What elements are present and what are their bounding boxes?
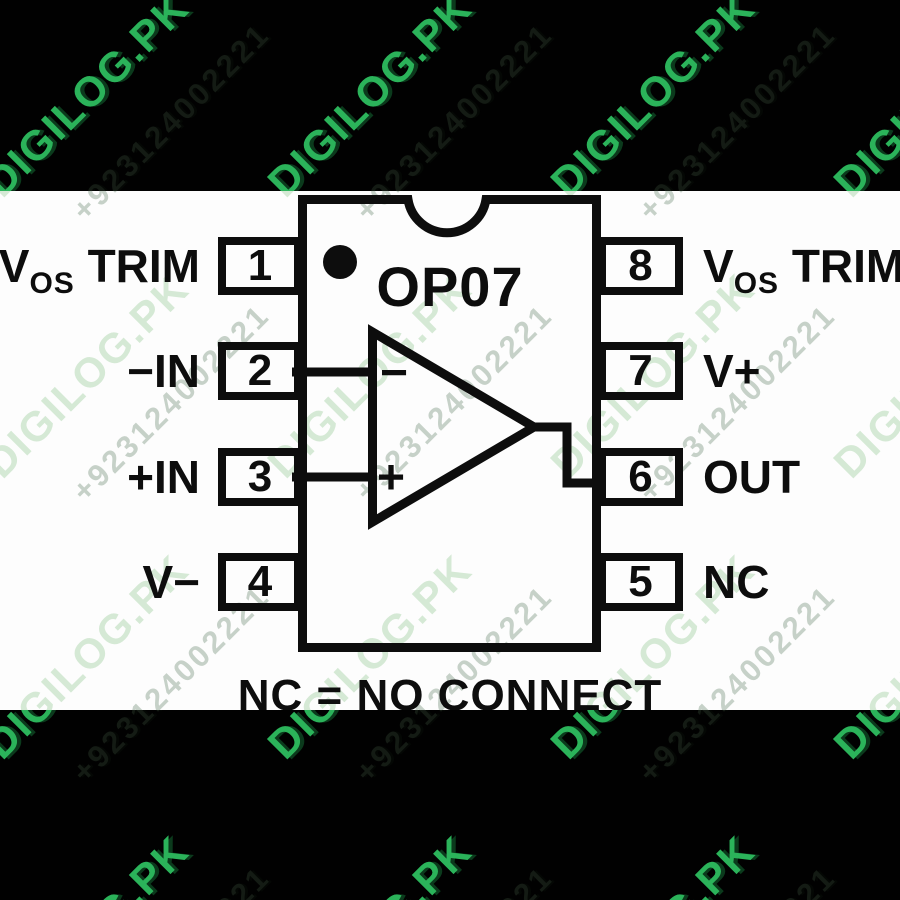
watermark-brand-text: DIGILOG.PK: [0, 0, 198, 191]
pin-box-1: 1: [218, 237, 302, 295]
watermark: DIGILOG.PK+923124002221: [824, 800, 900, 900]
chip-name-label: OP07: [376, 255, 524, 318]
watermark: DIGILOG.PK+923124002221: [0, 710, 277, 819]
label-main: +IN: [127, 451, 200, 503]
watermark-brand-text: DIGILOG.PK: [0, 710, 224, 768]
pin-box-6: 6: [598, 448, 683, 506]
pin-number: 5: [628, 557, 653, 606]
label-main: V−: [142, 556, 200, 608]
pin-label-v-minus: V−: [142, 552, 200, 612]
pin-box-8: 8: [598, 237, 683, 295]
watermark-brand-text: DIGILOG.PK: [824, 800, 900, 900]
watermark-brand-text: DIGILOG.PK: [541, 710, 790, 768]
watermark: DIGILOG.PK+923124002221: [258, 0, 560, 191]
label-rest: TRIM: [74, 240, 200, 292]
pin-label-vos-trim-right: VOS TRIM: [703, 236, 900, 300]
label-main: V: [0, 240, 30, 292]
pin-number: 1: [247, 241, 273, 290]
plus-input-sign: +: [377, 452, 405, 505]
watermark-phone-text: +923124002221: [348, 710, 559, 790]
watermark-brand-text: DIGILOG.PK: [258, 0, 481, 191]
watermark-brand-text: DIGILOG.PK: [541, 800, 790, 900]
pin-box-7: 7: [598, 342, 683, 400]
watermark-phone-text: +923124002221: [348, 859, 559, 900]
minus-input-sign: −: [380, 347, 408, 400]
pin-number: 6: [628, 452, 653, 501]
watermark-brand-text: DIGILOG.PK: [824, 710, 900, 768]
label-main: OUT: [703, 451, 801, 503]
pin-label-nc: NC: [703, 552, 769, 612]
pin-label-vos-trim-left: VOS TRIM: [0, 236, 200, 300]
pin-number: 4: [247, 557, 273, 606]
pin-box-3: 3: [218, 448, 302, 506]
ic-outline-drawing: − +: [292, 195, 601, 652]
watermark: DIGILOG.PK+923124002221: [824, 0, 900, 191]
watermark-phone-text: +923124002221: [631, 16, 843, 191]
watermark-phone-text: +923124002221: [65, 859, 276, 900]
watermark-brand-text: DIGILOG.PK: [541, 0, 764, 191]
watermark: DIGILOG.PK+923124002221: [541, 0, 843, 191]
watermark-brand-text: DIGILOG.PK: [258, 800, 507, 900]
label-main: −IN: [127, 345, 200, 397]
pin-label-plus-in: +IN: [127, 447, 200, 507]
watermark: DIGILOG.PK+923124002221: [541, 710, 842, 819]
watermark: DIGILOG.PK+923124002221: [0, 800, 277, 900]
opamp-triangle: [368, 324, 543, 530]
watermark: DIGILOG.PK+923124002221: [541, 800, 842, 900]
nc-footnote: NC = NO CONNECT: [237, 671, 663, 711]
bottom-black-bar: DIGILOG.PK+923124002221DIGILOG.PK+923124…: [0, 710, 900, 900]
label-subscript: OS: [733, 267, 780, 300]
watermark: DIGILOG.PK+923124002221: [824, 710, 900, 819]
pin-label-out: OUT: [703, 447, 800, 507]
watermark-phone-text: +923124002221: [65, 16, 277, 191]
op07-pinout-diagram: − + OP07 1 2 3 4 8 7 6 5 VOS TRIM −IN +I…: [0, 191, 900, 710]
label-main: V+: [703, 345, 761, 397]
watermark: DIGILOG.PK+923124002221: [0, 0, 277, 191]
watermark-brand-text: DIGILOG.PK: [824, 0, 900, 191]
pin-label-v-plus: V+: [703, 341, 761, 401]
watermark-brand-text: DIGILOG.PK: [258, 710, 507, 768]
label-rest: TRIM: [779, 240, 900, 292]
pin-number: 2: [247, 346, 273, 395]
watermark-phone-text: +923124002221: [65, 710, 276, 790]
pin-number: 8: [628, 241, 653, 290]
watermark-phone-text: +923124002221: [348, 16, 560, 191]
watermark: DIGILOG.PK+923124002221: [258, 710, 559, 819]
watermark: DIGILOG.PK+923124002221: [258, 800, 559, 900]
label-subscript: OS: [29, 267, 75, 300]
watermark-phone-text: +923124002221: [631, 710, 842, 790]
pin-box-5: 5: [598, 553, 683, 611]
output-line: [531, 422, 599, 488]
pin-number: 7: [628, 346, 653, 395]
pin-box-2: 2: [218, 342, 302, 400]
label-main: NC: [703, 556, 770, 608]
watermark-brand-text: DIGILOG.PK: [0, 800, 224, 900]
pin-label-minus-in: −IN: [127, 341, 200, 401]
pin1-marker-dot: [323, 245, 357, 279]
watermark-phone-text: +923124002221: [631, 859, 842, 900]
pin-number: 3: [247, 452, 273, 501]
pin-box-4: 4: [218, 553, 302, 611]
watermark-layer: DIGILOG.PK+923124002221DIGILOG.PK+923124…: [0, 710, 900, 900]
ic-body-outline: [298, 195, 601, 652]
label-main: V: [703, 240, 734, 292]
